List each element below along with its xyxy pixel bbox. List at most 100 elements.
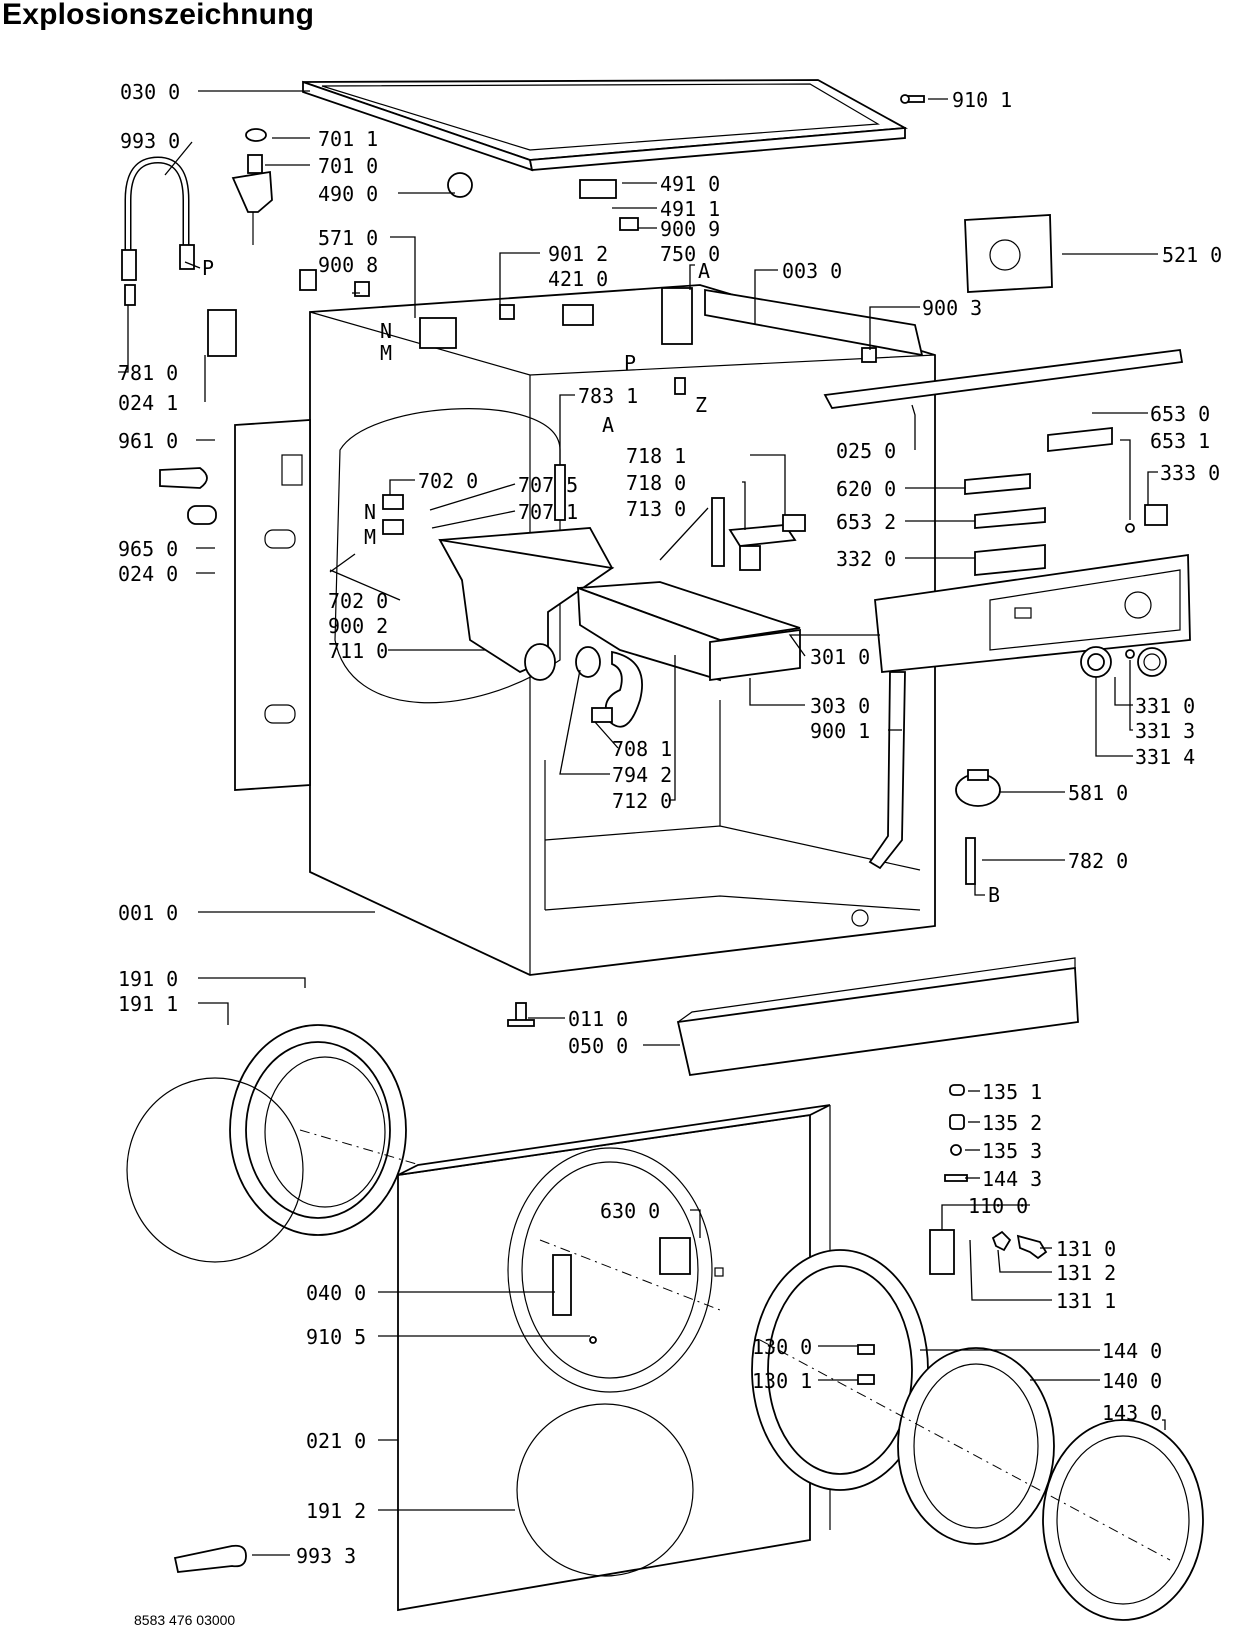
part-label: 135 2 [982, 1111, 1042, 1135]
part-label: 961 0 [118, 429, 178, 453]
part-label: 901 2 [548, 242, 608, 266]
part-label: 003 0 [782, 259, 842, 283]
part-label: 718 0 [626, 471, 686, 495]
part-label: 781 0 [118, 361, 178, 385]
part-label: 993 3 [296, 1544, 356, 1568]
part-label: 900 3 [922, 296, 982, 320]
page-title: Explosionszeichnung [2, 0, 315, 31]
part-label: 490 0 [318, 182, 378, 206]
part-label: 491 0 [660, 172, 720, 196]
part-label: 571 0 [318, 226, 378, 250]
part-label: 701 1 [318, 127, 378, 151]
leader-lines [118, 90, 1166, 1556]
part-label: 630 0 [600, 1199, 660, 1223]
part-label: 718 1 [626, 444, 686, 468]
part-label: 782 0 [1068, 849, 1128, 873]
part-label: 301 0 [810, 645, 870, 669]
part-label: M [380, 341, 392, 365]
part-label: 965 0 [118, 537, 178, 561]
part-label: N [380, 319, 392, 343]
part-label: A [698, 259, 710, 283]
electronics-parts [964, 426, 1168, 576]
part-label: 713 0 [626, 497, 686, 521]
part-label: 331 4 [1135, 745, 1195, 769]
part-label: 144 3 [982, 1167, 1042, 1191]
hose-part [121, 156, 195, 306]
part-label: 025 0 [836, 439, 896, 463]
part-label: 707 5 [518, 473, 578, 497]
part-label: Z [695, 393, 707, 417]
part-label: 910 5 [306, 1325, 366, 1349]
part-label: 702 0 [328, 589, 388, 613]
part-label: 331 0 [1135, 694, 1195, 718]
part-label: 581 0 [1068, 781, 1128, 805]
part-label: 653 0 [1150, 402, 1210, 426]
dispenser-parts [438, 497, 806, 728]
part-label: 131 0 [1056, 1237, 1116, 1261]
part-label: 900 1 [810, 719, 870, 743]
part-label: 653 1 [1150, 429, 1210, 453]
part-label: 143 0 [1102, 1401, 1162, 1425]
part-label: 144 0 [1102, 1339, 1162, 1363]
conduit-part [704, 288, 924, 363]
knob-parts [1080, 646, 1167, 678]
part-label: A [602, 413, 614, 437]
part-label: 024 1 [118, 391, 178, 415]
part-label: 191 1 [118, 992, 178, 1016]
part-label: 421 0 [548, 267, 608, 291]
part-label: 708 1 [612, 737, 672, 761]
part-label: 135 1 [982, 1080, 1042, 1104]
part-label: 333 0 [1160, 461, 1220, 485]
top-cover-part [302, 79, 909, 172]
part-label: 130 0 [752, 1335, 812, 1359]
part-label: 332 0 [836, 547, 896, 571]
part-label: P [624, 351, 636, 375]
part-label: 707 1 [518, 500, 578, 524]
part-label: 001 0 [118, 901, 178, 925]
part-label: 040 0 [306, 1281, 366, 1305]
part-label: 910 1 [952, 88, 1012, 112]
part-label: 021 0 [306, 1429, 366, 1453]
heater-part [965, 837, 976, 885]
pressure-switch-part [955, 769, 1001, 807]
part-label: 011 0 [568, 1007, 628, 1031]
part-label: 491 1 [660, 197, 720, 221]
part-label: P [202, 256, 214, 280]
part-label: 993 0 [120, 129, 180, 153]
front-panel-part [397, 1104, 831, 1612]
part-label: 521 0 [1162, 243, 1222, 267]
part-label: 783 1 [578, 384, 638, 408]
part-label: B [988, 883, 1000, 907]
rear-panel-part [234, 419, 311, 791]
part-label: 900 8 [318, 253, 378, 277]
part-label: 653 2 [836, 510, 896, 534]
harness-part [868, 671, 906, 870]
drawing-number: 8583 476 03000 [134, 1612, 236, 1628]
part-label: 191 2 [306, 1499, 366, 1523]
part-label: 712 0 [612, 789, 672, 813]
part-label: 620 0 [836, 477, 896, 501]
part-label: M [364, 525, 376, 549]
part-label: 331 3 [1135, 719, 1195, 743]
misc-parts [173, 94, 925, 1573]
part-label: 024 0 [118, 562, 178, 586]
part-label: 030 0 [120, 80, 180, 104]
part-label: 135 3 [982, 1139, 1042, 1163]
rail-part [823, 348, 1184, 409]
part-label: N [364, 500, 376, 524]
door-gasket-part [126, 1024, 421, 1263]
control-panel-part [874, 553, 1191, 673]
part-label: 131 1 [1056, 1289, 1116, 1313]
part-label: 702 0 [418, 469, 478, 493]
part-label: 110 0 [968, 1194, 1028, 1218]
base-panel-part [507, 957, 1079, 1077]
hinge-parts [929, 1084, 1048, 1275]
part-label: 050 0 [568, 1034, 628, 1058]
part-label: 750 0 [660, 242, 720, 266]
part-label: 303 0 [810, 694, 870, 718]
part-label: 191 0 [118, 967, 178, 991]
part-label: 711 0 [328, 639, 388, 663]
door-parts [751, 1249, 1204, 1621]
part-label: 131 2 [1056, 1261, 1116, 1285]
